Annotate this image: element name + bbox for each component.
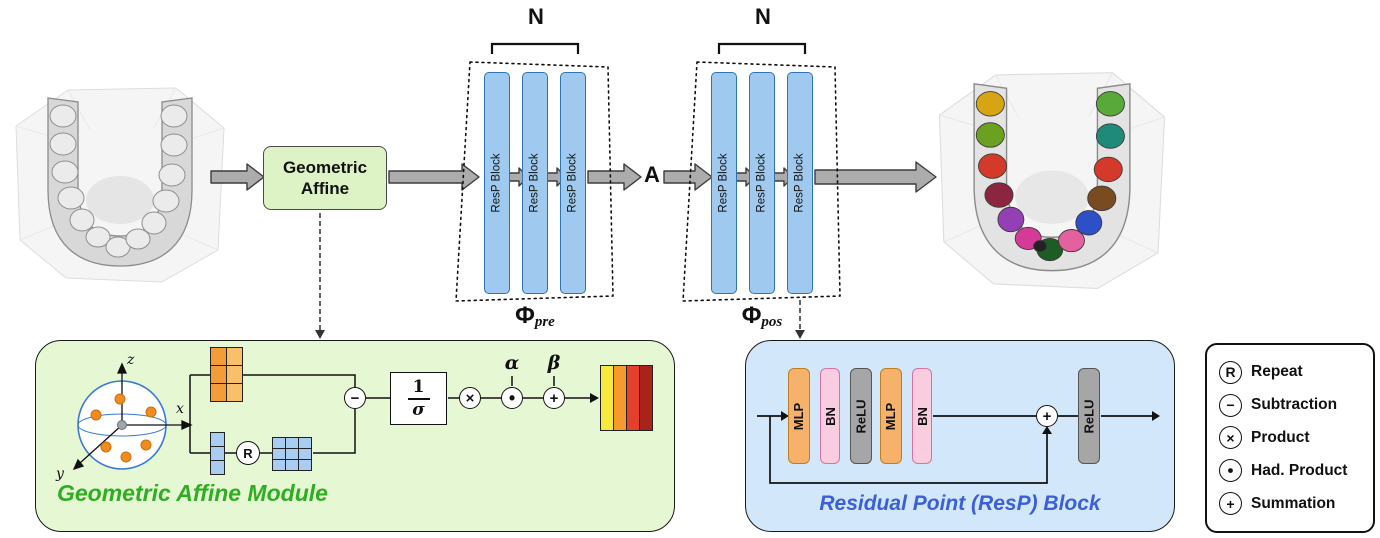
phi-pos-subscript: pos (761, 314, 783, 330)
beta-parameter-label: β (547, 352, 561, 374)
bn-bar-label: BN (914, 406, 930, 426)
axes (72, 362, 193, 471)
resp-block-bar: ResP Block (484, 72, 510, 294)
bn-bar-label: BN (822, 406, 838, 426)
input-dental-scan-image (15, 87, 225, 283)
mlp-bar: MLP (880, 368, 902, 464)
product-op-icon: × (459, 387, 481, 409)
flow-arrow (388, 163, 480, 191)
repeat-op-icon: R (236, 441, 260, 465)
resp-block-bar: ResP Block (749, 72, 775, 294)
mlp-bar-label: MLP (883, 402, 899, 430)
resp-block-bar-label: ResP Block (794, 153, 807, 213)
summation-op-icon: + (543, 387, 565, 409)
teeth-colored (975, 91, 1125, 262)
relu-bar-label: ReLU (1081, 399, 1097, 433)
resp-block-bar-label: ResP Block (529, 153, 542, 213)
centroid-feature-bar (210, 432, 225, 475)
flow-arrow (210, 163, 265, 191)
fraction-numerator: 1 (412, 376, 425, 397)
axis-y-label: y (56, 466, 64, 482)
relu-bar: ReLU (850, 368, 872, 464)
resp-title: Residual Point (ResP) Block (819, 492, 1101, 515)
inverse-sigma-box: 1 σ (390, 372, 447, 425)
gam-flow-lines (189, 374, 599, 454)
affine-output-feature-stack (600, 365, 653, 431)
centroid-point (117, 420, 127, 430)
gam-title: Geometric Affine Module (57, 480, 328, 506)
resp-block-bar-label: ResP Block (756, 153, 769, 213)
axis-x-label: x (176, 401, 184, 417)
flow-arrow (587, 163, 642, 191)
detail-connectors (315, 213, 805, 339)
resp-block-bar-label: ResP Block (718, 153, 731, 213)
flow-arrow (663, 163, 713, 191)
repeat-icon: R (1219, 360, 1242, 384)
relu-bar-label: ReLU (853, 399, 869, 433)
legend-item: R Repeat (1219, 360, 1361, 384)
legend-label: Summation (1251, 494, 1336, 512)
segmented-dental-scan-image (938, 72, 1166, 290)
fraction-bar (407, 397, 430, 400)
neighbor-points (90, 393, 157, 463)
fraction-denominator: σ (412, 399, 425, 420)
resp-block-bar: ResP Block (787, 72, 813, 294)
relu-bar: ReLU (1078, 368, 1100, 464)
mlp-bar: MLP (788, 368, 810, 464)
repeat-count-label-pos: N (755, 4, 771, 29)
bn-bar: BN (820, 368, 840, 464)
hadamard-op-icon: • (501, 387, 523, 409)
repeat-bracket-pos (717, 42, 807, 54)
phi-pos-label: Φ pos (725, 304, 799, 331)
phi-symbol: Φ (741, 302, 762, 329)
product-icon: × (1219, 426, 1242, 450)
hadamard-product-icon: • (1219, 459, 1242, 483)
operator-legend: R Repeat − Subtraction × Product • Had. … (1205, 343, 1375, 533)
subtraction-op-icon: − (344, 387, 366, 409)
resp-block-bar: ResP Block (711, 72, 737, 294)
residual-summation-op-icon: + (1036, 405, 1058, 427)
repeat-bracket-pre (490, 42, 580, 54)
resp-flow-lines (757, 411, 1160, 484)
summation-icon: + (1219, 492, 1242, 516)
teeth-gray (49, 104, 188, 258)
phi-pre-subscript: pre (534, 314, 555, 330)
point-sphere-diagram (72, 362, 193, 471)
aggregation-label: A (644, 162, 660, 187)
subtraction-icon: − (1219, 393, 1242, 417)
resp-block-bar-label: ResP Block (491, 153, 504, 213)
phi-pre-label: Φ pre (498, 304, 572, 331)
dotted-boundary-pos (682, 61, 841, 302)
resp-block-panel (745, 340, 1175, 532)
repeated-centroid-stack (272, 437, 312, 471)
legend-item: • Had. Product (1219, 459, 1361, 483)
legend-label: Repeat (1251, 363, 1303, 381)
flow-arrow (814, 161, 937, 193)
bn-bar: BN (912, 368, 932, 464)
axis-z-label: z (127, 352, 135, 368)
dotted-boundary-pre (455, 61, 614, 302)
phi-symbol: Φ (515, 302, 535, 329)
neighbor-feature-stack (210, 347, 243, 402)
repeat-count-label-pre: N (528, 4, 544, 29)
resp-block-bar-label: ResP Block (567, 153, 580, 213)
geometric-affine-box-line1: Geometric (282, 157, 368, 177)
legend-label: Product (1251, 428, 1310, 446)
legend-label: Subtraction (1251, 396, 1338, 414)
legend-label: Had. Product (1251, 461, 1348, 479)
legend-item: × Product (1219, 426, 1361, 450)
resp-block-bar: ResP Block (522, 72, 548, 294)
resp-block-bar: ResP Block (560, 72, 586, 294)
geometric-affine-box-line2: Affine (300, 179, 350, 198)
geometric-affine-box: Geometric Affine (263, 146, 387, 210)
legend-item: − Subtraction (1219, 393, 1361, 417)
alpha-parameter-label: α (504, 352, 520, 374)
mlp-bar-label: MLP (791, 402, 807, 430)
legend-item: + Summation (1219, 492, 1361, 516)
